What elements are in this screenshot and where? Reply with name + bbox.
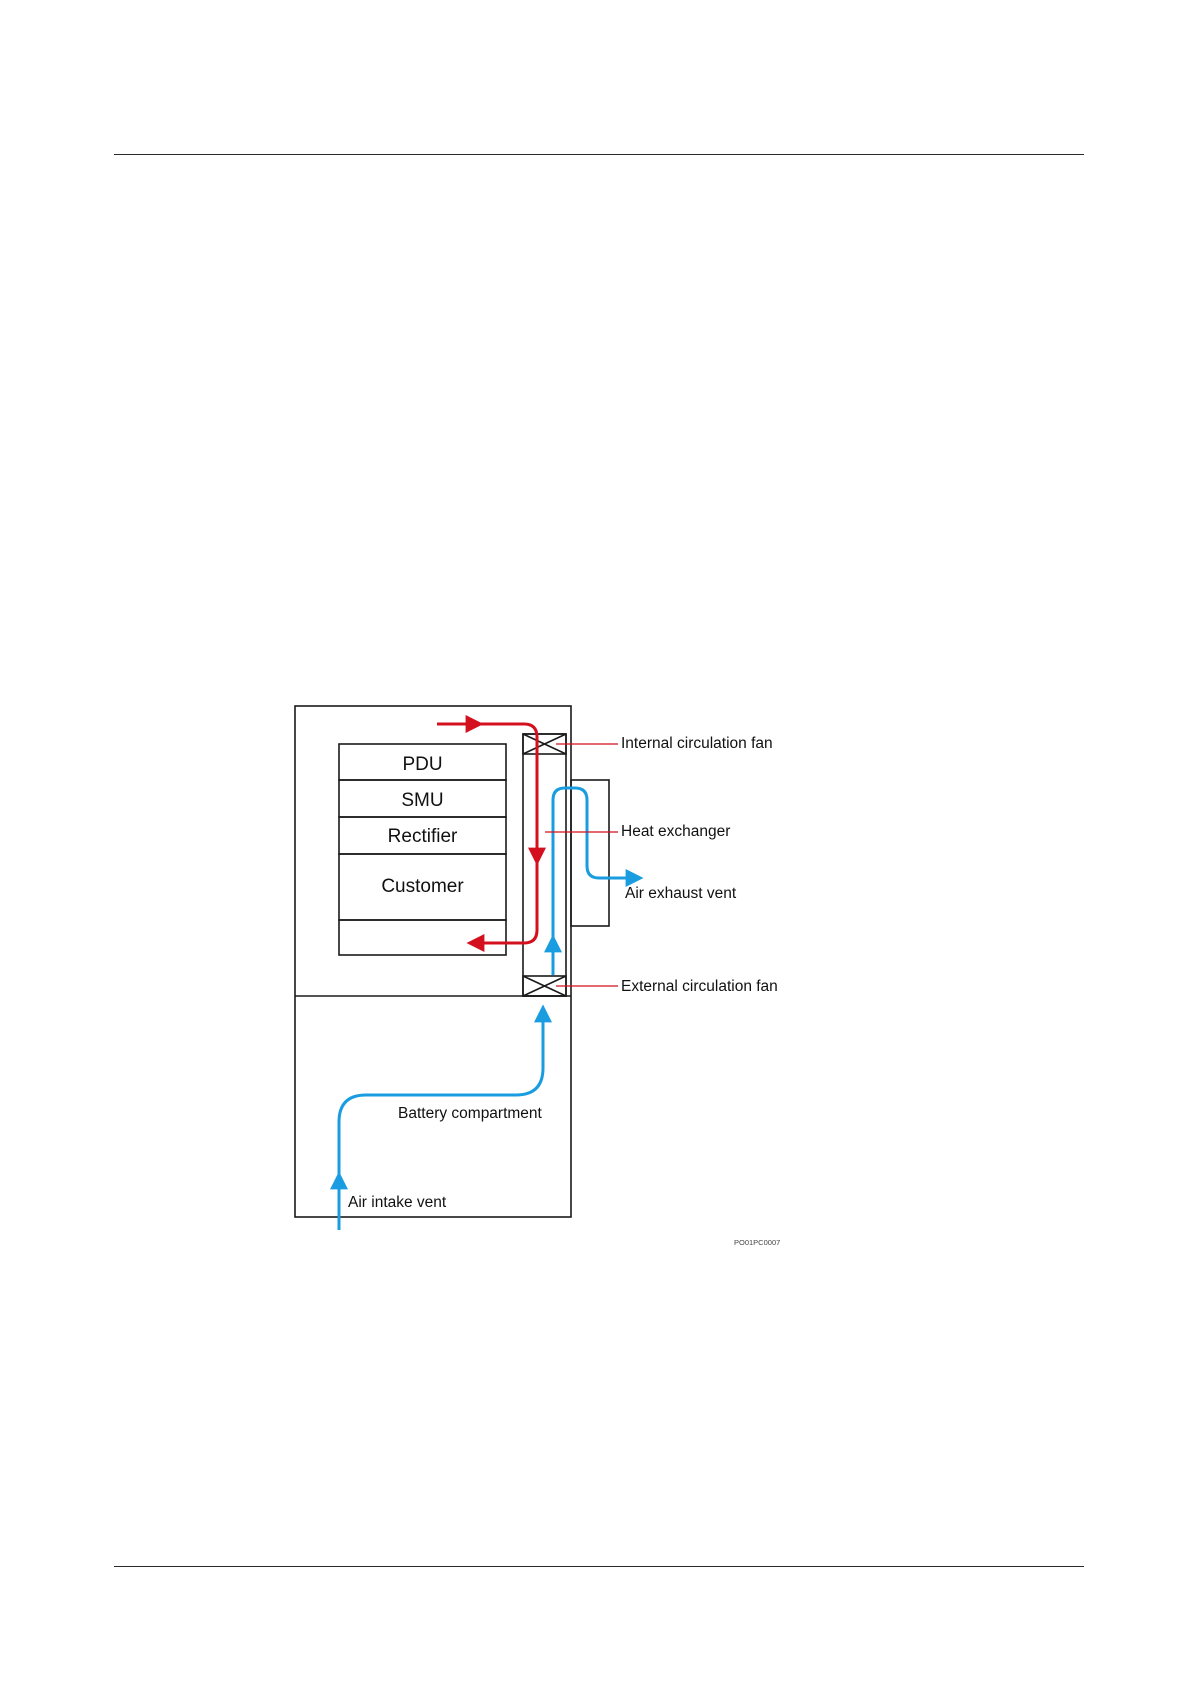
figure-code: PO01PC0007 <box>734 1238 780 1247</box>
rectifier-label: Rectifier <box>388 826 458 847</box>
battery-compartment-label: Battery compartment <box>398 1105 543 1122</box>
spare-module <box>339 920 506 955</box>
exhaust-vent-label: Air exhaust vent <box>625 885 737 902</box>
exhaust-housing <box>571 780 609 926</box>
smu-label: SMU <box>401 790 443 811</box>
internal-air-loop <box>470 724 537 943</box>
intake-vent-label: Air intake vent <box>348 1194 447 1211</box>
heat-exchanger-column <box>523 734 566 996</box>
internal-fan-label: Internal circulation fan <box>621 735 773 752</box>
heat-exchanger-label: Heat exchanger <box>621 823 730 840</box>
cabinet-outline <box>295 706 571 1217</box>
external-fan-label: External circulation fan <box>621 978 778 995</box>
module-stack: PDU SMU Rectifier Customer <box>339 744 506 955</box>
pdu-label: PDU <box>402 754 442 775</box>
customer-label: Customer <box>381 876 464 897</box>
